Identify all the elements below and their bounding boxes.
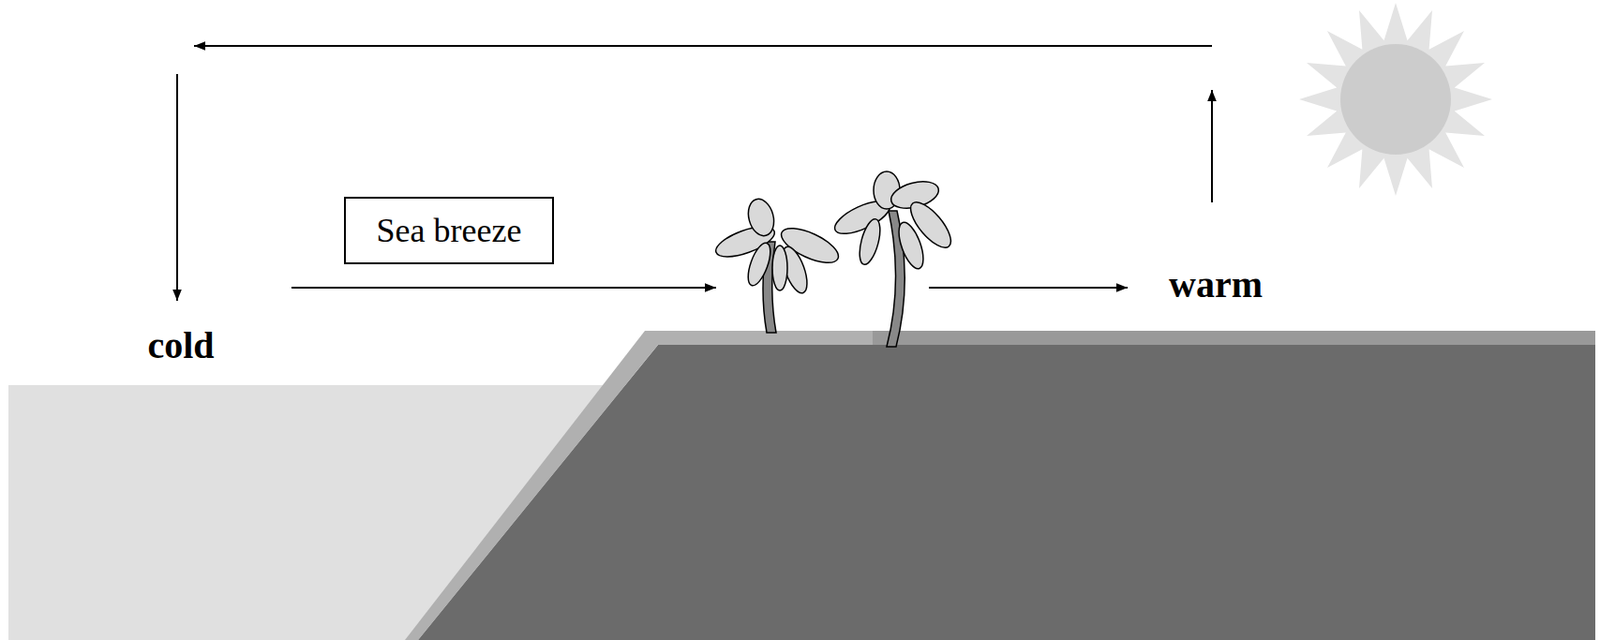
land [418,344,1596,640]
sinking-air-arrow [176,74,179,301]
box-text: Sea breeze [376,210,523,251]
sun-disc [1340,44,1451,155]
land-surface [872,330,1596,345]
palm-tree [712,195,844,333]
sea-breeze-arrow [291,286,717,289]
temperature-label: warm [1168,262,1263,307]
palm-tree [830,171,958,347]
inland-flow-arrow [928,286,1128,289]
sun [1299,2,1493,196]
text-box: Sea breeze [343,196,554,265]
return-flow-arrow [194,44,1212,47]
rising-air-arrow [1211,89,1213,203]
beach [644,330,873,345]
shore-slope [404,330,658,640]
temperature-label: cold [147,323,214,368]
sun-rays [1299,2,1493,196]
